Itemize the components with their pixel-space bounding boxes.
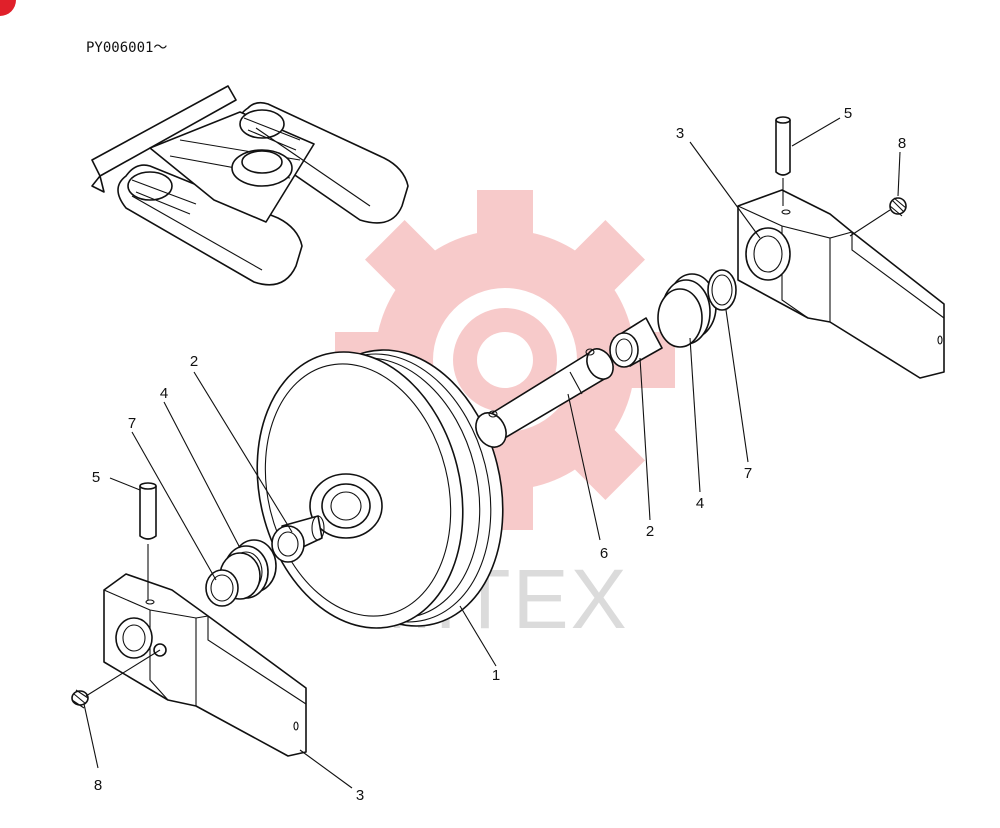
callout-plug-left: 8 bbox=[94, 777, 102, 794]
callout-bushing-left: 2 bbox=[190, 353, 198, 370]
callout-seal-right: 4 bbox=[696, 495, 704, 512]
plug-right bbox=[889, 197, 907, 217]
corner-badge bbox=[0, 0, 16, 16]
leader-lines bbox=[83, 117, 901, 789]
callout-idler-wheel: 1 bbox=[492, 667, 500, 684]
idler-wheel bbox=[256, 349, 504, 629]
bracket-left bbox=[103, 573, 307, 757]
machine-overview bbox=[91, 85, 409, 286]
callout-shaft: 6 bbox=[600, 545, 608, 562]
callout-plug-right: 8 bbox=[898, 135, 906, 152]
callout-bracket-right: 3 bbox=[676, 125, 684, 142]
watermark-gear-icon bbox=[335, 190, 675, 530]
pin-left bbox=[139, 482, 157, 540]
bushing-right bbox=[609, 317, 663, 368]
plug-left bbox=[71, 689, 89, 709]
pin-right bbox=[775, 116, 791, 176]
callout-oring-left: 7 bbox=[128, 415, 136, 432]
bushing-left bbox=[271, 515, 325, 563]
seal-right bbox=[657, 273, 717, 348]
serial-code: PY006001～ bbox=[86, 40, 167, 56]
callout-seal-left: 4 bbox=[160, 385, 168, 402]
shaft bbox=[475, 348, 614, 448]
callout-bushing-right: 2 bbox=[646, 523, 654, 540]
callout-oring-right: 7 bbox=[744, 465, 752, 482]
bracket-right bbox=[737, 189, 945, 379]
callout-pin-right: 5 bbox=[844, 105, 852, 122]
callout-bracket-left: 3 bbox=[356, 787, 364, 804]
callout-pin-left: 5 bbox=[92, 469, 100, 486]
